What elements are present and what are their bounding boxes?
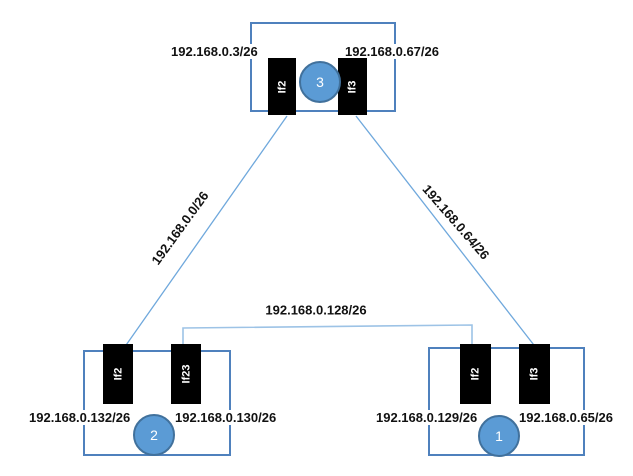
- router2-ip-right: 192.168.0.130/26: [174, 410, 278, 425]
- router3-interface-if3: If3: [338, 58, 367, 115]
- router1-interface-if3-label: If3: [528, 367, 541, 381]
- router2-interface-if2-label: If2: [112, 367, 124, 381]
- link-label-subnet-128: 192.168.0.128/26: [265, 302, 367, 318]
- router2-interface-if23-label: If23: [180, 364, 192, 384]
- router2-interface-if23: If23: [171, 344, 201, 404]
- router3-ip-right: 192.168.0.67/26: [344, 44, 440, 59]
- router3-interface-if2-label: If2: [276, 80, 288, 93]
- router1-interface-if3: If3: [519, 344, 550, 404]
- router1-interface-if2: If2: [460, 344, 491, 404]
- router1-ip-right: 192.168.0.65/26: [518, 410, 614, 425]
- router2-circle: 2: [133, 414, 175, 456]
- router2-number: 2: [150, 427, 158, 443]
- router2-interface-if2: If2: [103, 344, 133, 404]
- router3-interface-if3-label: If3: [346, 80, 359, 93]
- link-line-router2-router1: [182, 324, 473, 349]
- router3-interface-if2: If2: [268, 58, 296, 115]
- router1-interface-if2-label: If2: [469, 367, 482, 381]
- router3-circle: 3: [299, 61, 341, 103]
- router1-ip-left: 192.168.0.129/26: [375, 410, 479, 425]
- link-line-router3-router1: [355, 115, 538, 350]
- router1-circle: 1: [478, 415, 520, 457]
- router2-ip-left: 192.168.0.132/26: [28, 410, 132, 425]
- link-line-router3-router2: [123, 115, 288, 349]
- router3-body: [250, 22, 396, 112]
- router1-number: 1: [495, 428, 503, 444]
- router3-number: 3: [316, 74, 324, 90]
- router3-ip-left: 192.168.0.3/26: [170, 44, 259, 59]
